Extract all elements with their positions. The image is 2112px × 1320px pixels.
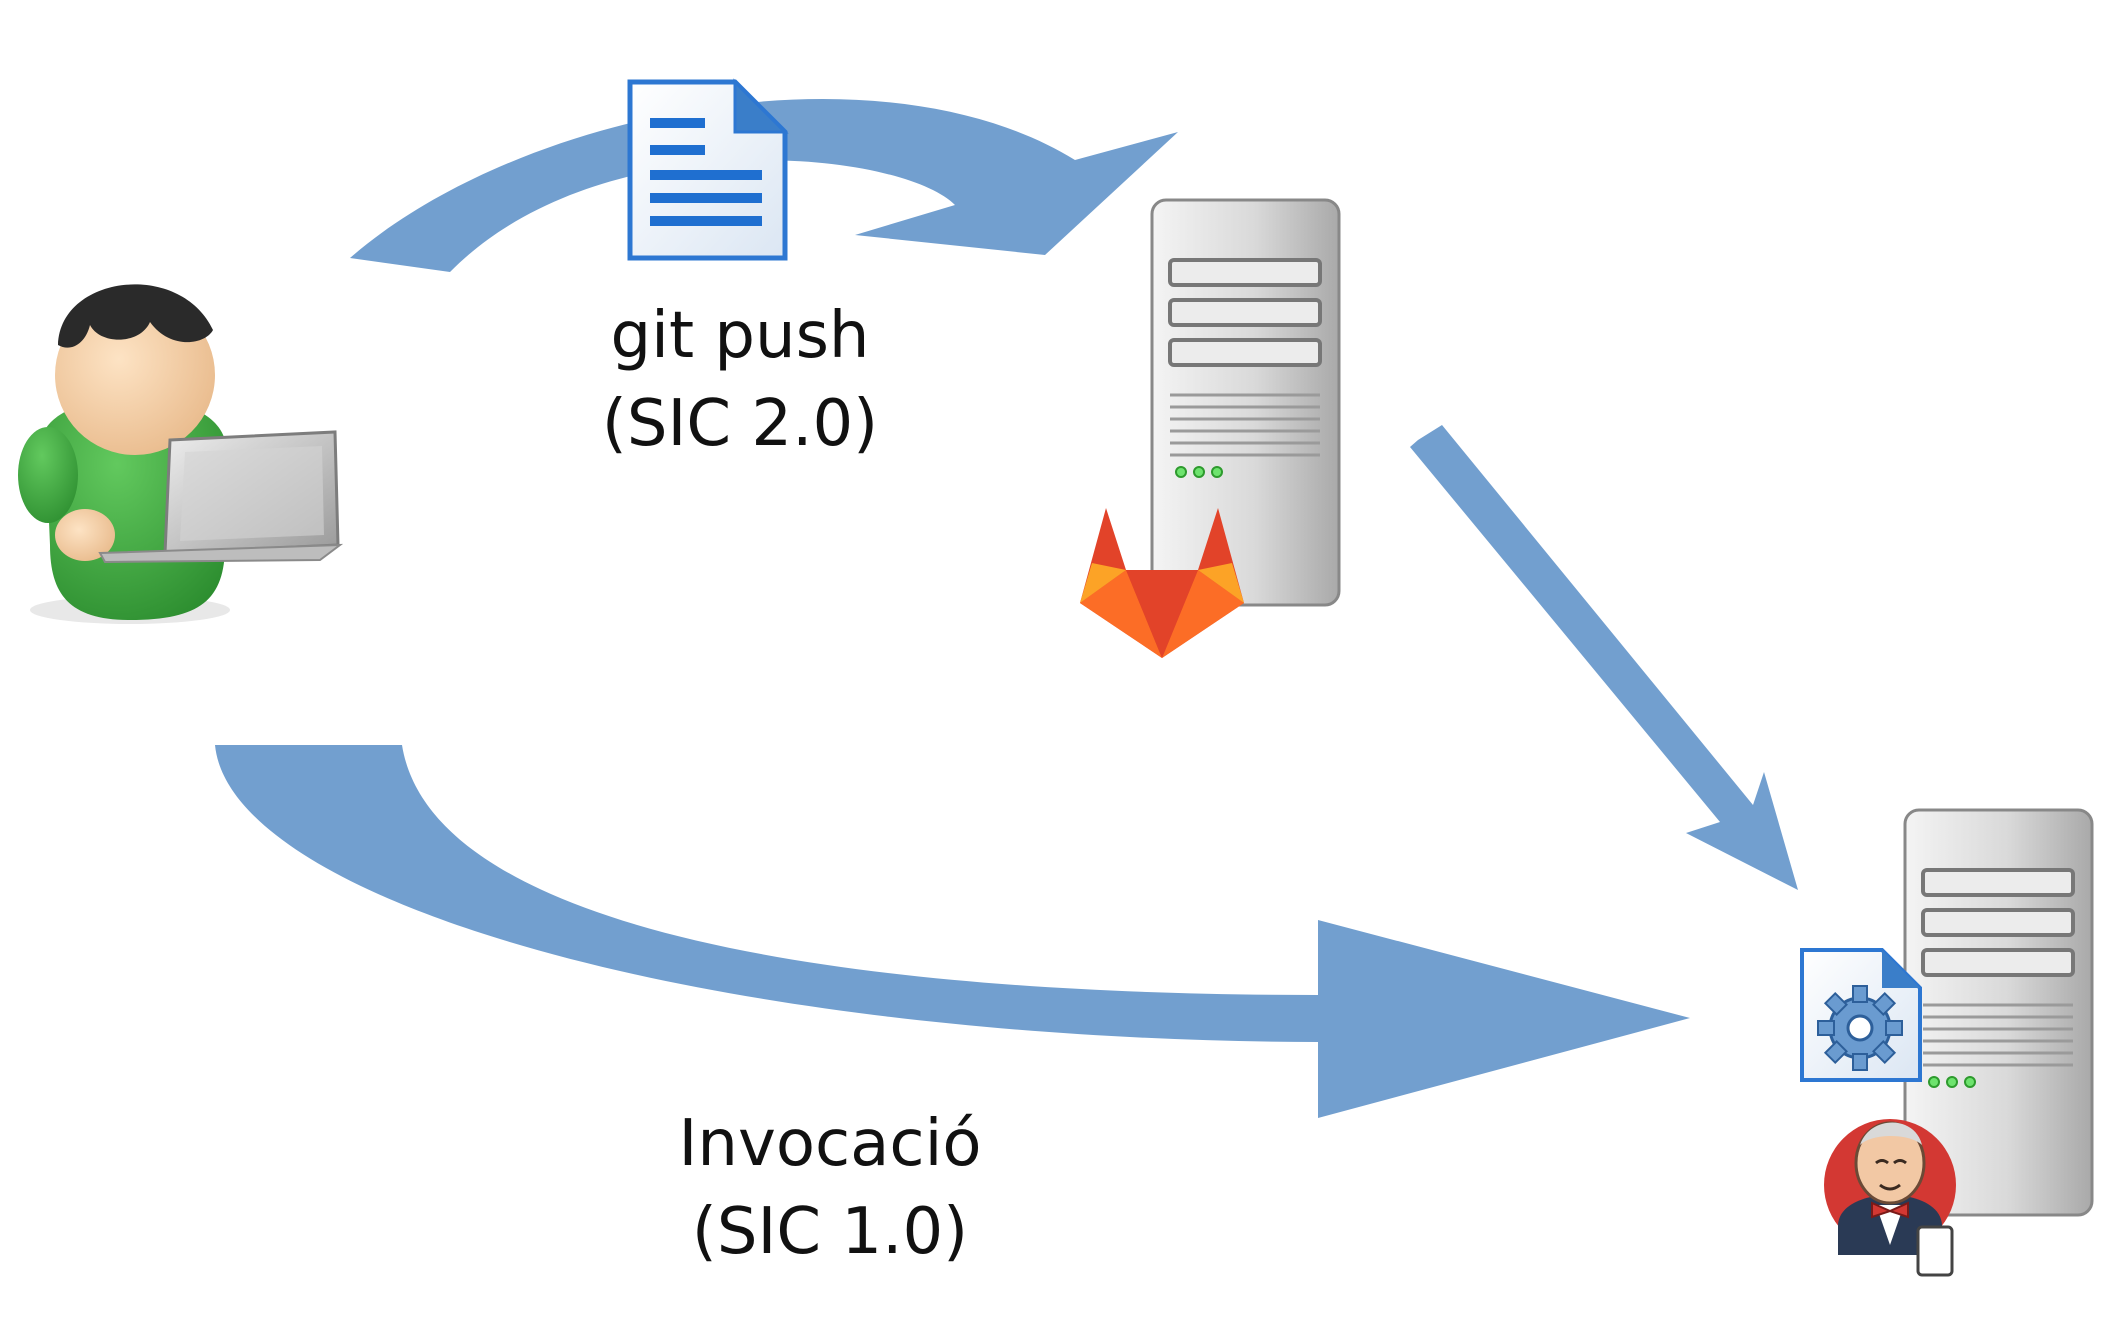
invoke-label: Invocació (SIC 1.0): [630, 1100, 1030, 1276]
gitlab-logo: [1080, 508, 1244, 658]
server-tower: [1903, 808, 2094, 1217]
jenkins-server-icon: [1800, 808, 2094, 1277]
server-tower: [1150, 198, 1341, 607]
push-arrow: [350, 99, 1178, 272]
push-label-line1: git push: [610, 299, 870, 373]
document-lines: [650, 118, 762, 226]
gear-icon: [1817, 985, 1903, 1071]
push-label-line2: (SIC 2.0): [601, 387, 879, 461]
document-icon: [627, 78, 789, 261]
invoke-label-line2: (SIC 1.0): [691, 1195, 969, 1269]
push-label: git push (SIC 2.0): [560, 292, 920, 468]
user-with-laptop-icon: [18, 284, 344, 624]
invoke-label-line1: Invocació: [678, 1107, 982, 1181]
config-document-icon: [1800, 948, 1922, 1082]
gitlab-server-icon: [1080, 198, 1341, 658]
invoke-arrow: [215, 745, 1690, 1118]
jenkins-logo: [1824, 1119, 1956, 1277]
webhook-arrow: [1410, 425, 1798, 890]
